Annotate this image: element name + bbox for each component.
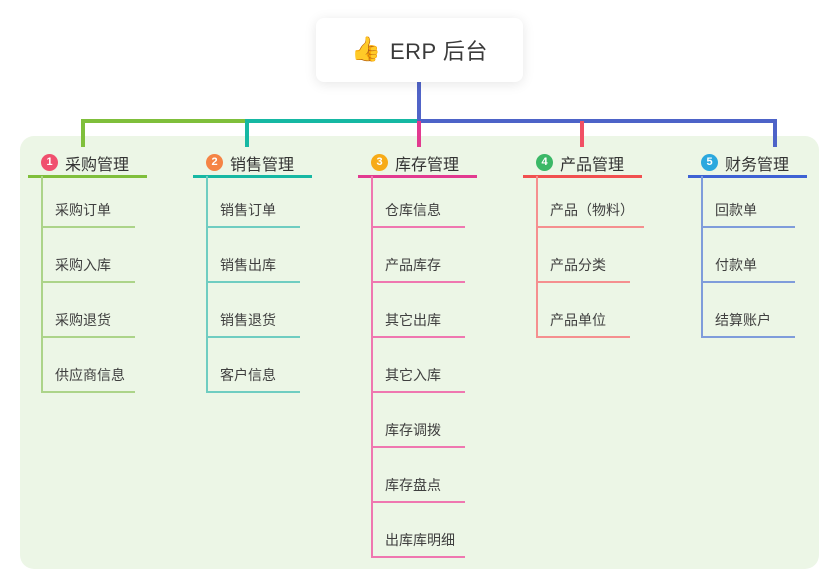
- thumbs-up-icon: 👍: [351, 36, 381, 63]
- child-node[interactable]: 库存盘点: [371, 476, 465, 503]
- root-node[interactable]: 👍 ERP 后台: [316, 18, 523, 82]
- child-node[interactable]: 产品（物料）: [536, 201, 644, 228]
- branch-header-inventory[interactable]: 3 库存管理: [358, 150, 477, 178]
- child-node[interactable]: 供应商信息: [41, 366, 135, 393]
- child-node[interactable]: 库存调拨: [371, 421, 465, 448]
- child-node[interactable]: 客户信息: [206, 366, 300, 393]
- branch-header-product[interactable]: 4 产品管理: [523, 150, 642, 178]
- child-node[interactable]: 产品库存: [371, 256, 465, 283]
- child-node[interactable]: 其它入库: [371, 366, 465, 393]
- child-node[interactable]: 采购退货: [41, 311, 135, 338]
- child-node[interactable]: 销售订单: [206, 201, 300, 228]
- child-node[interactable]: 销售出库: [206, 256, 300, 283]
- child-node[interactable]: 产品分类: [536, 256, 630, 283]
- child-node[interactable]: 仓库信息: [371, 201, 465, 228]
- branch-child-connector: [536, 176, 538, 338]
- branches-panel: [20, 136, 819, 569]
- root-label: ERP 后台: [389, 39, 488, 64]
- branch-header-procurement[interactable]: 1 采购管理: [28, 150, 147, 178]
- branch-label: 库存管理: [395, 156, 460, 174]
- branch-label: 产品管理: [560, 156, 625, 174]
- child-node[interactable]: 付款单: [701, 256, 795, 283]
- branch-child-connector: [206, 176, 208, 393]
- child-node[interactable]: 回款单: [701, 201, 795, 228]
- branch-label: 财务管理: [725, 156, 790, 174]
- branch-badge: 4: [536, 154, 553, 171]
- branch-label: 销售管理: [230, 156, 295, 174]
- child-node[interactable]: 其它出库: [371, 311, 465, 338]
- branch-badge: 3: [371, 154, 388, 171]
- child-node[interactable]: 销售退货: [206, 311, 300, 338]
- branch-child-connector: [41, 176, 43, 393]
- branch-badge: 1: [41, 154, 58, 171]
- branch-child-connector: [701, 176, 703, 338]
- branch-header-finance[interactable]: 5 财务管理: [688, 150, 807, 178]
- child-node[interactable]: 出库库明细: [371, 531, 465, 558]
- child-node[interactable]: 结算账户: [701, 311, 795, 338]
- child-node[interactable]: 采购入库: [41, 256, 135, 283]
- branch-badge: 2: [206, 154, 223, 171]
- child-node[interactable]: 采购订单: [41, 201, 135, 228]
- branch-child-connector: [371, 176, 373, 558]
- branch-header-sales[interactable]: 2 销售管理: [193, 150, 312, 178]
- branch-badge: 5: [701, 154, 718, 171]
- child-node[interactable]: 产品单位: [536, 311, 630, 338]
- branch-label: 采购管理: [65, 156, 130, 174]
